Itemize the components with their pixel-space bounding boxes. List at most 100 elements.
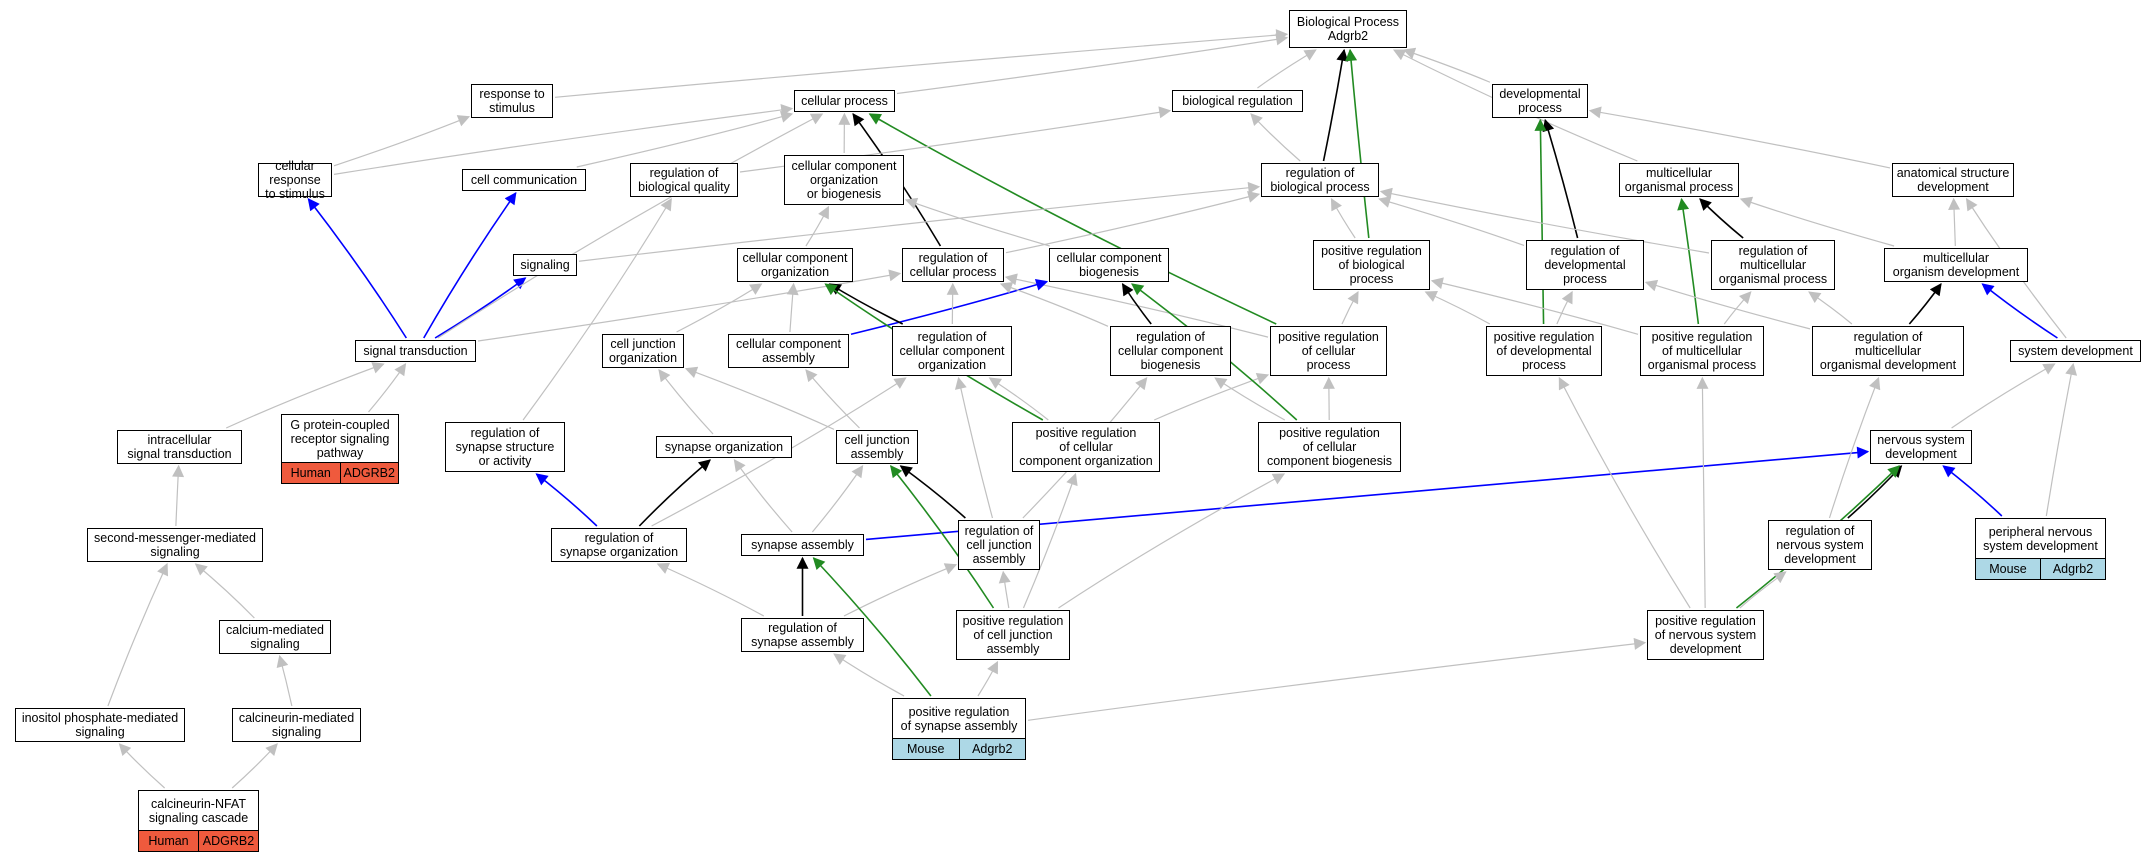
go-term-node-cnms[interactable]: calcineurin-mediated signaling <box>232 708 361 742</box>
go-term-node-so[interactable]: synapse organization <box>656 436 792 458</box>
edge-cp-to-bp <box>896 33 1289 95</box>
edge-pnsd-to-sd <box>2045 362 2078 517</box>
go-term-node-rcco[interactable]: regulation of cellular component organiz… <box>892 326 1012 376</box>
go-term-node-rbq[interactable]: regulation of biological quality <box>630 163 738 197</box>
go-term-node-crts[interactable]: cellular response to stimulus <box>258 159 332 201</box>
go-term-node-mod[interactable]: multicellular organism development <box>1884 248 2028 282</box>
go-term-node-st[interactable]: signal transduction <box>355 340 476 362</box>
edge-rssa-to-rbq <box>522 197 672 421</box>
go-term-node-cc[interactable]: cell communication <box>462 169 586 191</box>
go-term-node-asd[interactable]: anatomical structure development <box>1892 163 2014 197</box>
gene-symbol: Adgrb2 <box>958 739 1025 759</box>
go-term-node-prmop[interactable]: positive regulation of multicellular org… <box>1640 326 1764 376</box>
edge-cca-to-cco <box>786 282 799 333</box>
go-term-node-rnsd[interactable]: regulation of nervous system development <box>1768 520 1872 570</box>
go-term-node-rso[interactable]: regulation of synapse organization <box>551 528 687 562</box>
edge-psa-to-prcja <box>977 660 999 697</box>
edge-ist-to-st <box>225 362 385 429</box>
edge-cnfat-to-cnms <box>231 743 278 789</box>
edge-prmop-to-rmop <box>1723 291 1752 325</box>
go-term-node-breg[interactable]: biological regulation <box>1172 90 1303 112</box>
edge-rts-to-bp <box>554 29 1289 98</box>
go-term-node-rmop[interactable]: regulation of multicellular organismal p… <box>1711 240 1835 290</box>
go-term-node-sa[interactable]: synapse assembly <box>741 534 864 556</box>
edge-prnsd-to-prmop <box>1696 376 1709 609</box>
go-term-node-cja[interactable]: cell junction assembly <box>836 430 918 464</box>
go-term-node-rccb[interactable]: regulation of cellular component biogene… <box>1110 326 1231 376</box>
go-term-node-rdp[interactable]: regulation of developmental process <box>1526 240 1644 290</box>
edge-rccb-to-ccb <box>1121 282 1152 325</box>
go-term-node-prccb[interactable]: positive regulation of cellular componen… <box>1258 422 1401 472</box>
edge-rso-to-rssa <box>535 473 598 527</box>
edge-prmop-to-prbp <box>1430 277 1639 335</box>
edge-st-to-crts <box>307 198 408 339</box>
go-term-node-prcja[interactable]: positive regulation of cell junction ass… <box>956 610 1070 660</box>
edge-rdp-to-dp <box>1542 118 1579 239</box>
go-term-node-mop[interactable]: multicellular organismal process <box>1619 163 1739 197</box>
go-term-node-rcja[interactable]: regulation of cell junction assembly <box>958 520 1040 570</box>
go-term-node-ist[interactable]: intracellular signal transduction <box>117 430 242 464</box>
edge-ipms-to-smms <box>107 562 169 707</box>
go-term-node-prnsd[interactable]: positive regulation of nervous system de… <box>1647 610 1764 660</box>
edge-rmop-to-mop <box>1699 198 1744 239</box>
edge-cjo-to-cco <box>676 283 763 333</box>
node-label: peripheral nervous system development <box>1983 524 2098 553</box>
go-term-node-rts[interactable]: response to stimulus <box>471 84 553 118</box>
go-term-node-rsa[interactable]: regulation of synapse assembly <box>741 618 864 652</box>
go-term-node-cjo[interactable]: cell junction organization <box>602 334 684 368</box>
go-term-node-prcco[interactable]: positive regulation of cellular componen… <box>1012 422 1160 472</box>
edge-mod-to-asd <box>1948 197 1961 247</box>
edge-st-to-sig <box>434 277 527 339</box>
edge-rcja-to-cja <box>899 465 966 519</box>
edge-ccb-to-ccob <box>904 197 1050 247</box>
species-label: Human <box>139 831 198 851</box>
edge-prdp-to-dp <box>1534 118 1547 325</box>
go-term-node-rmod[interactable]: regulation of multicellular organismal d… <box>1812 326 1964 376</box>
edge-cja-to-cjo <box>684 366 835 430</box>
gene-symbol: ADGRB2 <box>339 463 398 483</box>
edge-sd-to-mod <box>1981 283 2058 339</box>
go-term-node-ipms[interactable]: inositol phosphate-mediated signaling <box>15 708 185 742</box>
edge-asd-to-dp <box>1588 106 1891 169</box>
edge-cams-to-smms <box>194 563 255 619</box>
edge-st-to-cp <box>437 113 824 339</box>
go-term-node-gpcr[interactable]: G protein-coupled receptor signaling pat… <box>281 414 399 484</box>
go-term-node-rbp[interactable]: regulation of biological process <box>1261 163 1379 197</box>
go-term-node-cco[interactable]: cellular component organization <box>737 248 853 282</box>
go-term-node-rssa[interactable]: regulation of synapse structure or activ… <box>445 422 565 472</box>
go-term-node-cca[interactable]: cellular component assembly <box>728 334 849 368</box>
edge-prdp-to-rdp <box>1556 290 1573 325</box>
edge-rmod-to-rdp <box>1644 279 1811 330</box>
edge-sa-to-so <box>733 459 793 533</box>
go-term-node-sd[interactable]: system development <box>2010 340 2141 362</box>
edge-rccb-to-rcp <box>999 282 1109 327</box>
edge-cnms-to-cams <box>276 654 293 707</box>
edge-cca-to-ccb <box>850 278 1049 336</box>
edge-rcp-to-rbp <box>1005 191 1261 254</box>
edge-mod-to-mop <box>1739 196 1895 247</box>
go-term-node-prcp[interactable]: positive regulation of cellular process <box>1270 326 1387 376</box>
edge-cnfat-to-ipms <box>118 743 166 789</box>
go-term-node-dp[interactable]: developmental process <box>1492 84 1588 118</box>
go-term-node-cp[interactable]: cellular process <box>794 90 895 112</box>
edge-psa-to-rsa <box>833 653 905 697</box>
go-term-node-sig[interactable]: signaling <box>513 254 577 276</box>
go-term-node-prdp[interactable]: positive regulation of developmental pro… <box>1486 326 1602 376</box>
edge-cc-to-cp <box>576 111 794 168</box>
edge-prnsd-to-rnsd <box>1739 571 1787 609</box>
go-term-node-cams[interactable]: calcium-mediated signaling <box>219 620 331 654</box>
go-term-node-rcp[interactable]: regulation of cellular process <box>902 248 1004 282</box>
go-term-node-smms[interactable]: second-messenger-mediated signaling <box>87 528 263 562</box>
go-term-node-bp[interactable]: Biological Process Adgrb2 <box>1289 10 1407 48</box>
edge-rcja-to-rcco <box>954 376 994 519</box>
gene-symbol: Adgrb2 <box>2040 559 2105 579</box>
go-term-node-ccob[interactable]: cellular component organization or bioge… <box>784 155 904 205</box>
go-term-node-nsd[interactable]: nervous system development <box>1870 430 1972 464</box>
go-term-node-ccb[interactable]: cellular component biogenesis <box>1049 248 1169 282</box>
go-term-node-prbp[interactable]: positive regulation of biological proces… <box>1313 240 1430 290</box>
